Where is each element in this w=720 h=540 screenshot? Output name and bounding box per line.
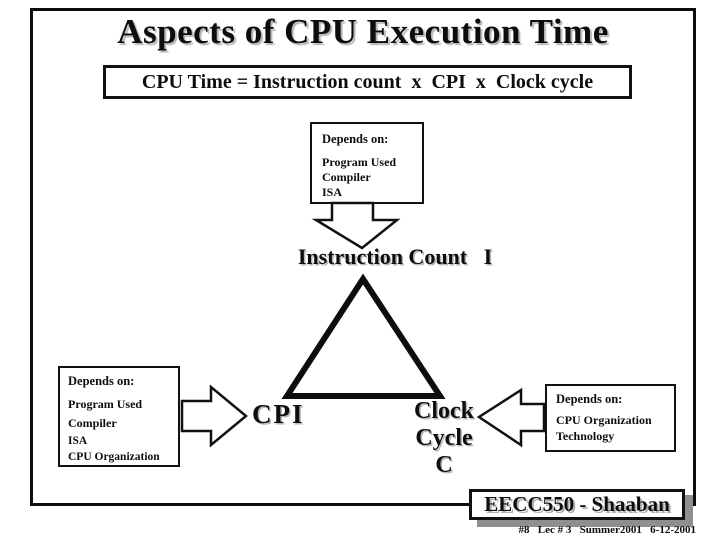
clock-cycle-label-line: C xyxy=(435,452,453,478)
depends-item: ISA xyxy=(68,435,88,447)
cpi-label: CPI xyxy=(252,399,305,429)
cpu-time-formula-box: CPU Time = Instruction count x CPI x Clo… xyxy=(103,65,632,99)
slide-title: Aspects of CPU Execution Time xyxy=(117,12,609,51)
course-badge-text: EECC550 - Shaaban xyxy=(484,492,670,516)
instruction-count-label: Instruction Count I xyxy=(297,244,493,269)
right-arrow-icon xyxy=(180,384,248,448)
clock-cycle-depends-box: Depends on: CPU Organization Technology xyxy=(545,384,676,452)
depends-heading: Depends on: xyxy=(68,374,135,388)
cpi-depends-box: Depends on: Program Used Compiler ISA CP… xyxy=(58,366,180,467)
clock-cycle-label-line: Clock xyxy=(414,398,474,424)
depends-item: Compiler xyxy=(68,416,117,430)
left-arrow-icon xyxy=(476,387,546,448)
cpu-time-formula: CPU Time = Instruction count x CPI x Clo… xyxy=(141,70,594,93)
course-badge: EECC550 - Shaaban xyxy=(469,489,685,520)
down-arrow-icon xyxy=(311,201,401,250)
clock-cycle-label: Clock Cycle C xyxy=(399,398,489,479)
triangle-shape xyxy=(281,273,446,399)
depends-item: CPU Organization xyxy=(556,413,652,427)
slide-border-frame xyxy=(30,8,696,506)
depends-item: Program Used xyxy=(322,155,397,169)
instruction-count-depends-box: Depends on: Program Used Compiler ISA xyxy=(310,122,424,204)
clock-cycle-label-line: Cycle xyxy=(415,425,473,451)
footer-meta: #8 Lec # 3 Summer2001 6-12-2001 xyxy=(518,524,696,536)
depends-item: Technology xyxy=(556,429,615,443)
depends-heading: Depends on: xyxy=(556,392,623,406)
depends-heading: Depends on: xyxy=(322,132,389,146)
depends-item: Program Used xyxy=(68,397,143,411)
depends-item: Compiler xyxy=(322,170,371,184)
depends-item: CPU Organization xyxy=(68,451,160,463)
depends-item: ISA xyxy=(322,185,343,199)
